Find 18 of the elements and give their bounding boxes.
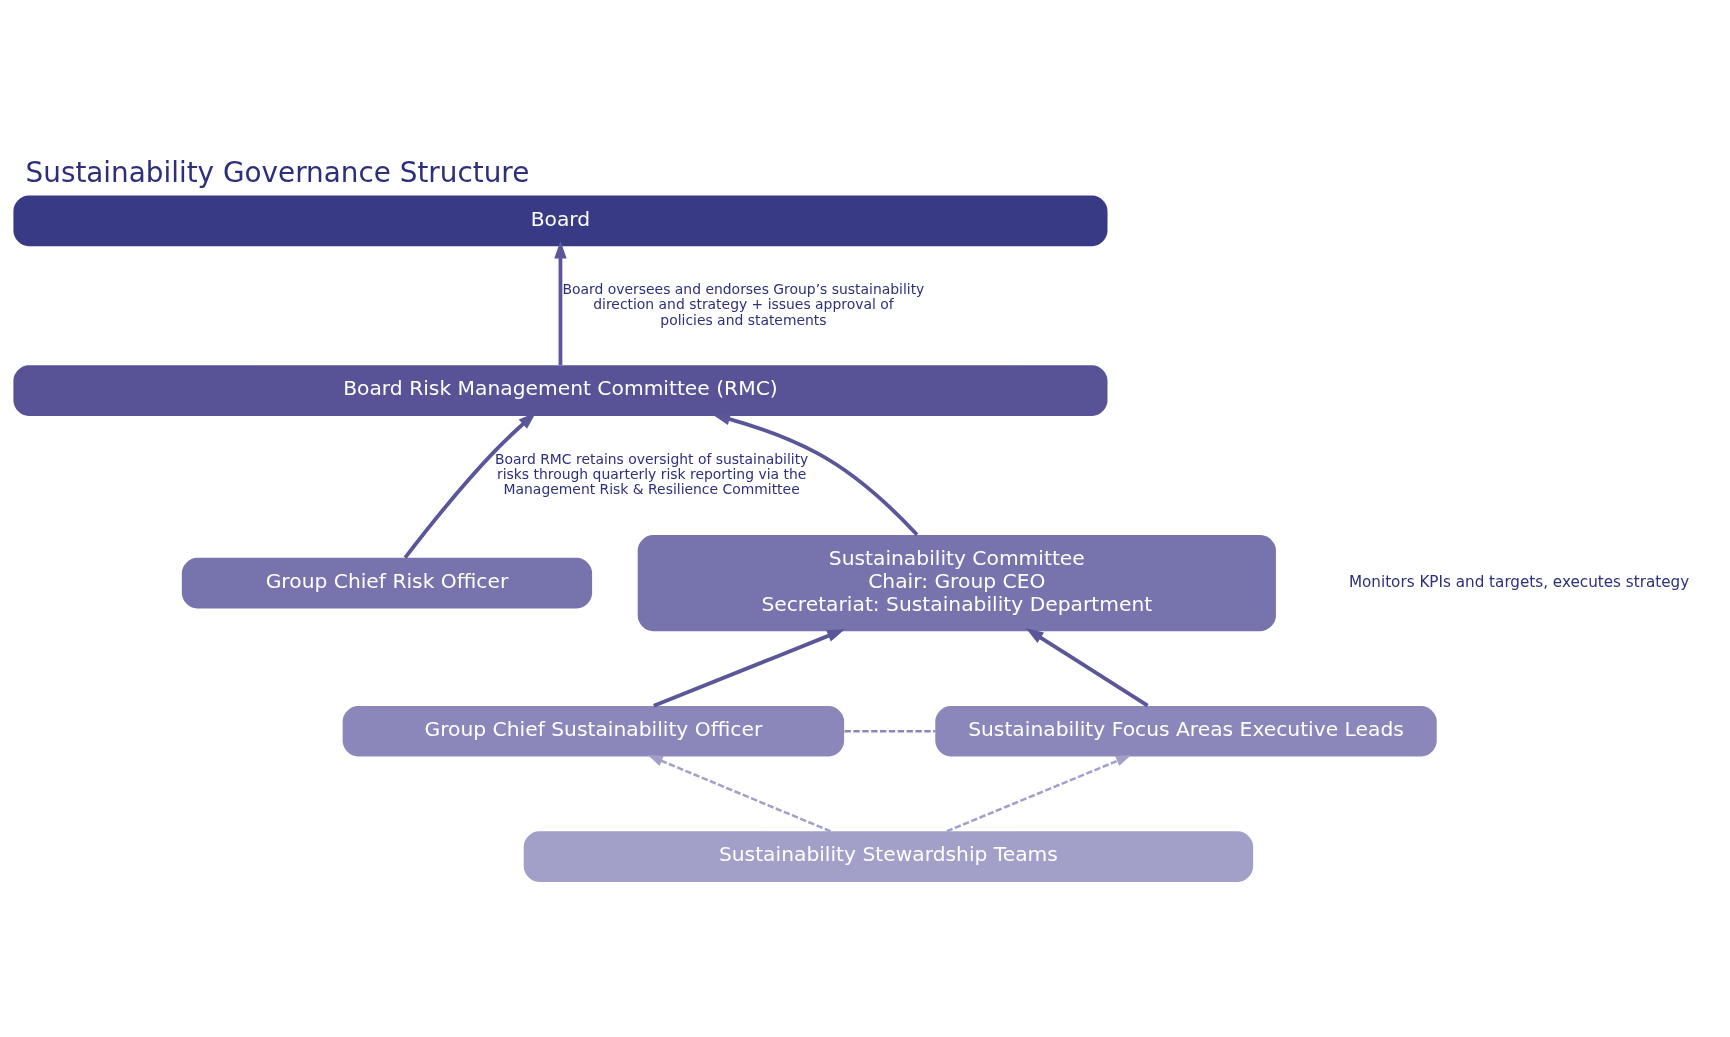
- node-box: Board: [13, 195, 1108, 247]
- node-box: Board Risk Management Committee (RMC): [13, 365, 1108, 416]
- node-box: Sustainability Committee Chair: Group CEO Secretariat: Sustainability Department: [637, 534, 1276, 632]
- arrow: [653, 629, 845, 708]
- node-box: Group Chief Risk Officer: [181, 557, 593, 609]
- edge-label: Board RMC retains oversight of sustainability risks through quarterly risk reporting via the Management Risk & Resilience Committee: [494, 450, 809, 498]
- arrow: [554, 240, 567, 366]
- edge-label: Board oversees and endorses Group’s sustainability direction and strategy + issues approval of policies and statements: [562, 281, 925, 328]
- arrow: [712, 413, 919, 536]
- node-box: Sustainability Focus Areas Executive Leads: [935, 705, 1437, 757]
- arrow: [946, 755, 1132, 833]
- arrow: [1025, 628, 1149, 708]
- node-box: Group Chief Sustainability Officer: [342, 705, 845, 757]
- connector: [844, 729, 936, 733]
- diagram-title: Sustainability Governance Structure: [25, 156, 530, 190]
- label: Monitors KPIs and targets, executes strategy: [1348, 573, 1690, 592]
- arrow: [647, 755, 831, 833]
- node-box: Sustainability Stewardship Teams: [523, 831, 1254, 882]
